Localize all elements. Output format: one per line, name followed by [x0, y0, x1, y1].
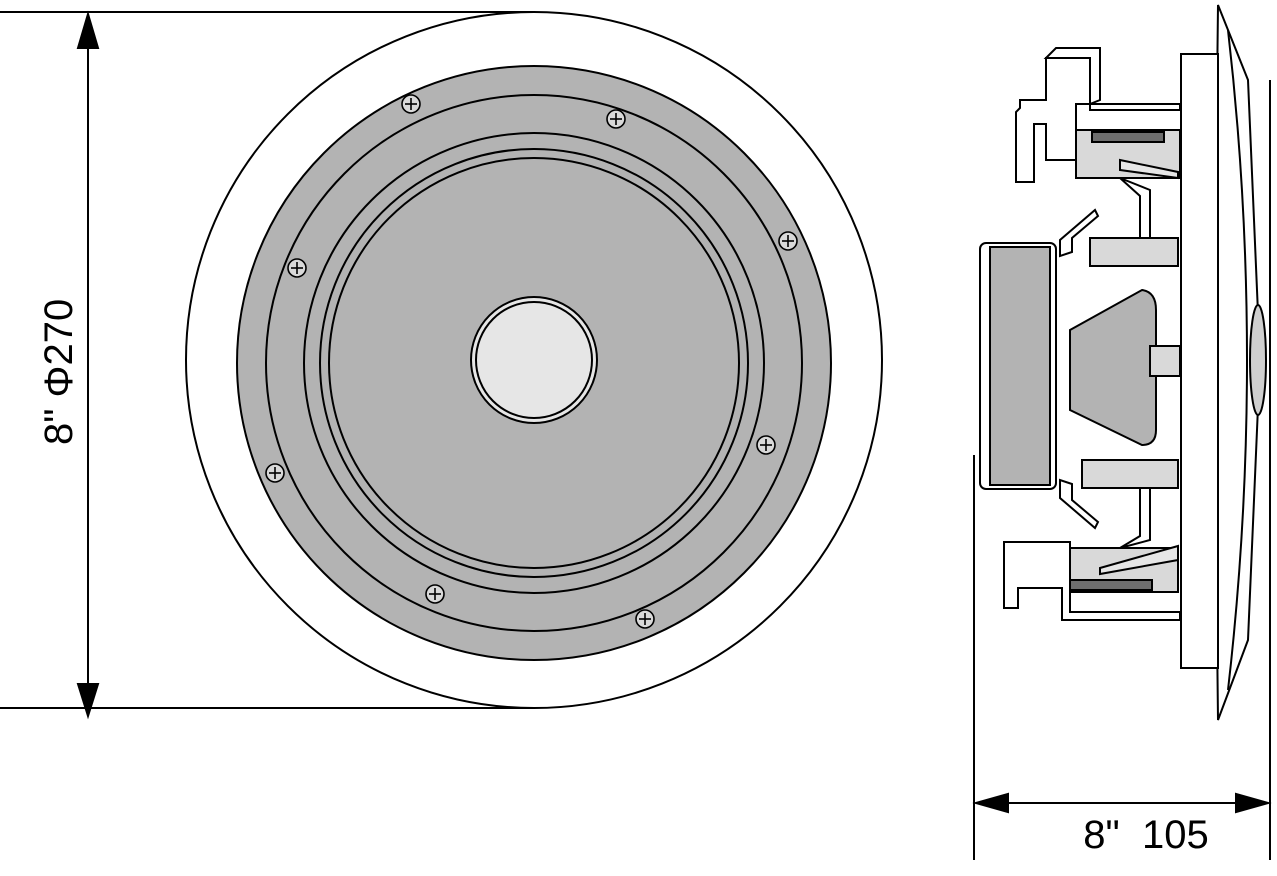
clamp-top-tab	[1119, 158, 1179, 180]
strut-lower	[1081, 459, 1179, 489]
magnet-core	[989, 246, 1051, 486]
screw-icon	[425, 584, 445, 604]
basket-arm-upper-2	[1119, 177, 1151, 239]
basket-arm-lower-2	[1119, 487, 1151, 549]
bezel-curve	[1227, 29, 1248, 691]
basket-ring-1	[265, 94, 803, 632]
strut-upper	[1089, 237, 1179, 267]
height-arrow-top	[76, 10, 100, 49]
depth-arrow-right	[1235, 792, 1272, 814]
screw-icon	[778, 231, 798, 251]
screw-icon	[265, 463, 285, 483]
side-view	[972, 4, 1272, 860]
depth-dimension-label: 8" 105	[1083, 813, 1208, 857]
clamp-top-cap	[1043, 47, 1101, 106]
mounting-screws	[265, 94, 798, 629]
depth-arrow-left	[972, 792, 1009, 814]
screw-icon	[635, 609, 655, 629]
screw-icon	[606, 109, 626, 129]
mounting-plate	[1180, 53, 1219, 669]
screw-icon	[287, 258, 307, 278]
screw-icon	[756, 435, 776, 455]
dust-cap-inner	[475, 301, 593, 419]
surround-middle	[319, 148, 749, 578]
clamp-top-thread	[1091, 131, 1165, 143]
height-arrow-bottom	[76, 683, 100, 720]
surround-outer	[303, 132, 765, 594]
screw-icon	[401, 94, 421, 114]
cone-profile	[1069, 288, 1157, 447]
basket-arm-lower	[1059, 478, 1100, 530]
voice-coil	[1149, 345, 1181, 377]
clamp-bottom-tab	[1099, 544, 1179, 576]
clamp-bottom-thread	[1065, 579, 1153, 591]
tweeter-profile	[1249, 304, 1267, 416]
clamp-bottom-bracket	[1003, 541, 1181, 621]
clamp-top-bracket	[1015, 57, 1181, 183]
front-view	[0, 10, 883, 720]
height-dimension-label: 8" Φ270	[37, 299, 81, 445]
cone-edge	[328, 157, 740, 569]
basket-arm-upper	[1059, 208, 1100, 258]
